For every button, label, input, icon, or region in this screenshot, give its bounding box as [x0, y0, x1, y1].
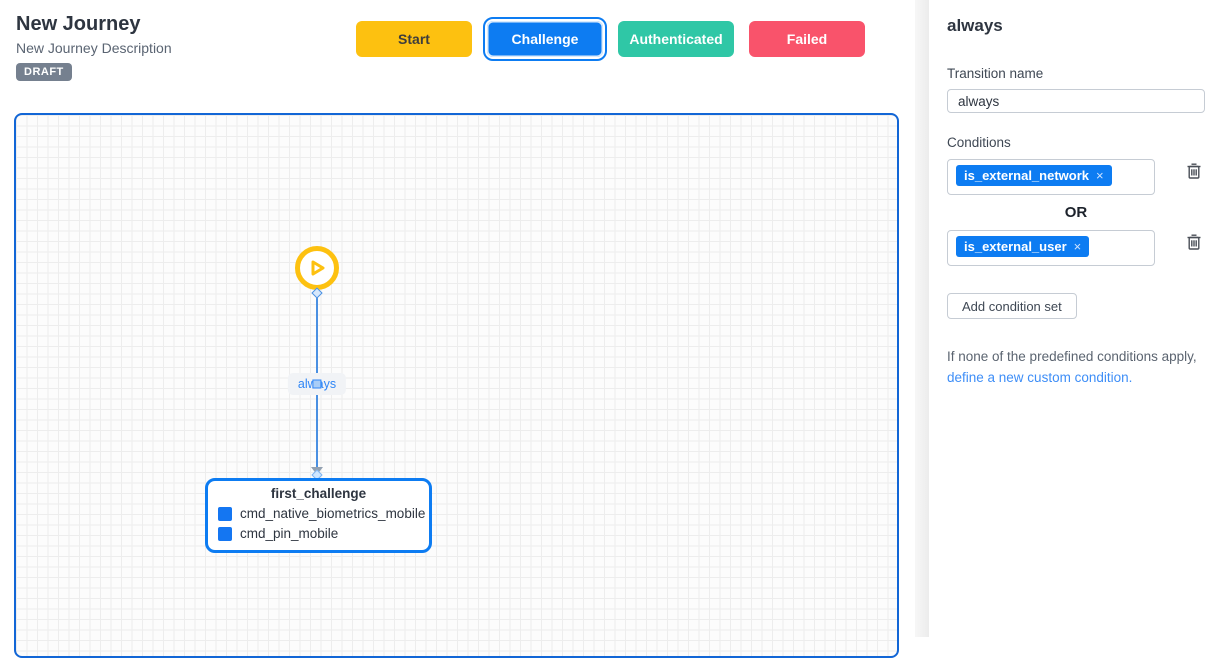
edge-midpoint-handle[interactable]	[312, 379, 322, 389]
start-node-button[interactable]: Start	[356, 21, 472, 57]
command-icon	[218, 526, 232, 541]
remove-chip-icon[interactable]: ×	[1096, 168, 1104, 183]
condition-chip-label: is_external_user	[964, 239, 1067, 254]
start-node[interactable]	[295, 246, 339, 290]
custom-condition-note: If none of the predefined conditions app…	[947, 346, 1199, 388]
authenticated-node-button[interactable]: Authenticated	[618, 21, 734, 57]
condition-set-input[interactable]: is_external_network ×	[947, 159, 1155, 195]
node-first-challenge[interactable]: first_challenge cmd_native_biometrics_mo…	[205, 478, 432, 553]
add-condition-set-button[interactable]: Add condition set	[947, 293, 1077, 319]
node-item-label: cmd_native_biometrics_mobile	[240, 506, 426, 521]
node-item-label: cmd_pin_mobile	[240, 526, 339, 541]
command-icon	[218, 506, 232, 521]
panel-title: always	[947, 16, 1003, 35]
condition-set-row: is_external_network ×	[947, 159, 1205, 195]
node-item: cmd_pin_mobile	[208, 526, 429, 541]
conditions-label: Conditions	[947, 135, 1011, 150]
delete-condition-set-button[interactable]	[1186, 233, 1202, 251]
delete-condition-set-button[interactable]	[1186, 162, 1202, 180]
challenge-node-button[interactable]: Challenge	[483, 17, 607, 61]
transition-name-label: Transition name	[947, 66, 1044, 81]
panel-divider	[915, 0, 929, 637]
custom-condition-text: If none of the predefined conditions app…	[947, 349, 1197, 364]
node-palette-toolbar: Start Challenge Authenticated Failed	[356, 17, 865, 61]
journey-canvas[interactable]: always first_challenge cmd_native_biomet…	[14, 113, 899, 658]
node-title: first_challenge	[270, 486, 367, 501]
condition-chip: is_external_network ×	[956, 165, 1112, 186]
condition-set-input[interactable]: is_external_user ×	[947, 230, 1155, 266]
condition-chip-label: is_external_network	[964, 168, 1090, 183]
trash-icon	[1186, 233, 1202, 251]
or-separator: OR	[1064, 204, 1088, 221]
status-badge: DRAFT	[16, 63, 72, 81]
page-title: New Journey	[16, 13, 141, 35]
edge-label-always[interactable]: always	[287, 373, 347, 395]
remove-chip-icon[interactable]: ×	[1073, 239, 1082, 254]
play-icon	[306, 257, 328, 279]
condition-set-row: is_external_user ×	[947, 230, 1205, 266]
transition-name-input[interactable]	[947, 89, 1205, 113]
node-item: cmd_native_biometrics_mobile	[208, 506, 429, 521]
failed-node-button[interactable]: Failed	[749, 21, 865, 57]
page-subtitle: New Journey Description	[16, 40, 172, 56]
condition-chip: is_external_user ×	[956, 236, 1090, 257]
trash-icon	[1186, 162, 1202, 180]
transition-properties-panel: always Transition name Conditions is_ext…	[929, 0, 1215, 637]
define-custom-condition-link[interactable]: define a new custom condition.	[947, 370, 1133, 385]
